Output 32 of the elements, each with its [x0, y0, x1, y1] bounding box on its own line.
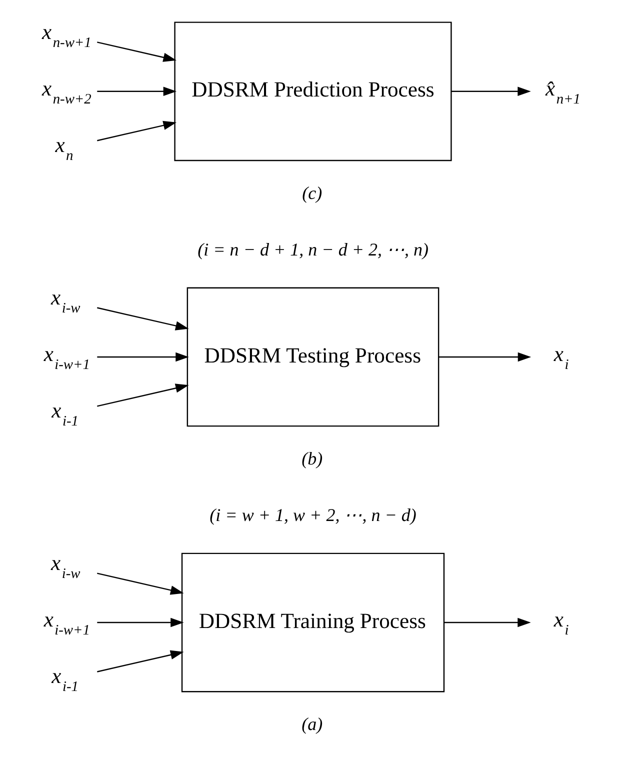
- node-label: (i = w + 1, w + 2, ⋯, n − d): [209, 504, 416, 525]
- arrow: [96, 618, 184, 628]
- node-text: x$_{n}$: [54, 132, 73, 164]
- arrow: [96, 650, 184, 672]
- arrow: [96, 307, 188, 330]
- node-label: (i = n − d + 1, n − d + 2, ⋯, n): [197, 239, 428, 260]
- node-text: x$_{i-1}$: [51, 398, 78, 430]
- node-text: x$_{n-w+2}$: [42, 76, 91, 108]
- arrow: [96, 86, 176, 96]
- node-text: x$_{i-1}$: [51, 664, 78, 696]
- node-text: x$_{n-w+1}$: [42, 20, 91, 51]
- node-text: x$_{i}$: [553, 342, 568, 374]
- node-box: DDSRM Prediction Process: [174, 22, 452, 162]
- node-text: x$_{i-w+1}$: [43, 342, 90, 374]
- label: (c): [302, 182, 322, 203]
- arrow: [96, 572, 184, 595]
- arrow: [450, 86, 530, 96]
- label: (a): [301, 714, 322, 734]
- node-box: DDSRM Training Process: [180, 552, 444, 692]
- arrow: [96, 352, 188, 362]
- arrow: [96, 42, 176, 62]
- node-text: x$_{i-w+1}$: [43, 608, 90, 639]
- node-text: x$_{i}$: [553, 608, 568, 639]
- node-text: x̂$_{n+1}$: [545, 76, 580, 108]
- arrow: [96, 384, 188, 407]
- label: (b): [301, 448, 322, 469]
- node-text: x$_{i-w}$: [50, 286, 80, 317]
- node-text: x$_{i-w}$: [50, 551, 80, 582]
- node-box: DDSRM Testing Process: [186, 287, 439, 427]
- arrow: [96, 120, 176, 142]
- arrow: [438, 352, 531, 362]
- arrow: [444, 618, 530, 628]
